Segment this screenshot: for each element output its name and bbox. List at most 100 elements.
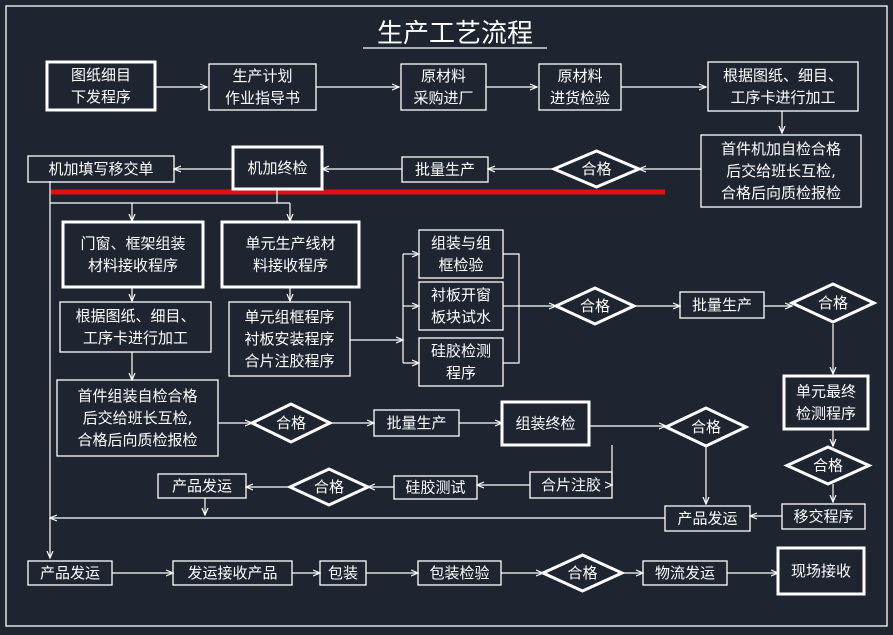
node-batch-production-3-label: 批量生产 <box>386 414 446 432</box>
node-assembly-frame-inspection-shape <box>418 229 504 279</box>
node-unit-material-receiving-label: 单元生产线材 <box>245 235 335 253</box>
decision-pass-4: 合格 <box>248 402 334 444</box>
node-unit-final-test-label: 检测程序 <box>796 405 856 423</box>
node-first-piece-machining-check-label: 后交给班长互检, <box>726 162 836 180</box>
node-logistics-shipping-shape <box>642 560 728 586</box>
node-unit-frame-procedures-label: 单元组框程序 <box>244 308 334 326</box>
node-machining-by-drawing-label: 根据图纸、细目、 <box>723 67 843 85</box>
node-panel-water-test-label: 衬板开窗 <box>431 286 491 304</box>
node-batch-production-2: 批量生产 <box>679 291 765 319</box>
decision-pass-4-label: 合格 <box>276 414 306 432</box>
node-material-inspection-shape <box>538 63 622 111</box>
node-machining-by-drawing-shape <box>707 61 859 112</box>
node-material-purchase-label: 采购进厂 <box>413 89 473 107</box>
node-sealant-injection-shape <box>529 471 613 499</box>
node-machining-transfer-form-label: 机加填写移交单 <box>48 160 153 178</box>
decision-pass-1-label: 合格 <box>581 160 611 178</box>
node-silicone-testing: 硅胶测试 <box>393 475 478 500</box>
node-transfer-procedure: 移交程序 <box>781 503 866 530</box>
node-receive-shipped-product: 发运接收产品 <box>172 560 293 586</box>
node-unit-frame-procedures-label: 衬板安装程序 <box>244 330 334 348</box>
node-sealant-injection: 合片注胶 <box>529 471 613 499</box>
node-product-shipping-1-shape <box>157 473 247 499</box>
node-sealant-injection-label: 合片注胶 <box>541 476 601 494</box>
node-packaging-shape <box>319 560 367 586</box>
decision-pass-7: 合格 <box>286 467 372 507</box>
node-first-piece-machining-check-shape <box>700 134 862 208</box>
node-site-receiving: 现场接收 <box>776 546 866 596</box>
node-site-receiving-label: 现场接收 <box>791 562 851 580</box>
decision-pass-7-shape <box>286 467 372 507</box>
node-first-piece-machining-check-label: 合格后向质检报检 <box>721 184 841 202</box>
node-site-receiving-shape <box>776 546 866 596</box>
decision-pass-4-shape <box>248 402 334 444</box>
decision-pass-1: 合格 <box>550 149 643 189</box>
decision-pass-6: 合格 <box>783 445 873 486</box>
decision-pass-8-shape <box>539 553 626 593</box>
node-drawing-release-shape <box>45 60 157 112</box>
node-machining-final-inspection-label: 机加终检 <box>247 159 307 177</box>
decision-pass-5-shape <box>662 406 750 448</box>
node-machining-final-inspection-shape <box>231 145 324 191</box>
node-product-shipping-1-label: 产品发运 <box>172 477 232 495</box>
node-machining-by-drawing: 根据图纸、细目、工序卡进行加工 <box>707 61 859 112</box>
node-frame-material-receiving-label: 材料接收程序 <box>88 257 178 275</box>
node-first-piece-assembly-check-shape <box>56 379 219 457</box>
connectors <box>50 87 833 573</box>
node-silicone-test-procedure-label: 硅胶检测 <box>431 342 491 360</box>
node-production-plan-label: 生产计划 <box>232 67 292 85</box>
node-packaging: 包装 <box>319 560 367 586</box>
node-batch-production-1: 批量生产 <box>401 156 489 183</box>
decision-pass-2: 合格 <box>552 286 638 326</box>
node-assembly-frame-inspection-label: 组装与组 <box>431 234 491 252</box>
node-frame-material-receiving-label: 门窗、框架组装 <box>80 235 185 253</box>
node-material-inspection-label: 原材料 <box>557 67 602 85</box>
decision-pass-5: 合格 <box>662 406 750 448</box>
node-machining-final-inspection: 机加终检 <box>231 145 324 191</box>
node-first-piece-machining-check-label: 首件机加自检合格 <box>721 140 841 158</box>
node-panel-water-test-label: 板块试水 <box>431 308 491 326</box>
node-production-plan-shape <box>208 63 317 111</box>
node-product-shipping-3-shape <box>27 560 113 586</box>
node-unit-final-test-label: 单元最终 <box>796 383 856 401</box>
decision-pass-2-label: 合格 <box>580 297 610 315</box>
decision-pass-8: 合格 <box>539 553 626 593</box>
node-silicone-test-procedure-shape <box>418 337 504 387</box>
node-silicone-testing-label: 硅胶测试 <box>405 479 465 497</box>
node-product-shipping-1: 产品发运 <box>157 473 247 499</box>
node-batch-production-1-shape <box>401 156 489 183</box>
node-assembly-final-inspection-label: 组装终检 <box>515 415 575 433</box>
decision-pass-7-label: 合格 <box>314 478 344 496</box>
node-assembly-by-drawing-label: 根据图纸、细目、 <box>75 307 195 325</box>
node-first-piece-assembly-check-label: 首件组装自检合格 <box>77 387 197 405</box>
decision-pass-6-shape <box>783 445 873 486</box>
node-unit-material-receiving-label: 料接收程序 <box>253 257 328 275</box>
node-silicone-test-procedure-label: 程序 <box>446 364 476 382</box>
node-batch-production-3-shape <box>373 409 460 437</box>
node-product-shipping-3: 产品发运 <box>27 560 113 586</box>
node-assembly-final-inspection: 组装终检 <box>500 400 591 447</box>
node-receive-shipped-product-shape <box>172 560 293 586</box>
node-machining-transfer-form: 机加填写移交单 <box>27 155 175 183</box>
node-packaging-label: 包装 <box>328 564 358 582</box>
decision-pass-2-shape <box>552 286 638 326</box>
decision-pass-3-label: 合格 <box>818 294 848 312</box>
node-unit-final-test-shape <box>782 374 870 431</box>
node-batch-production-2-shape <box>679 291 765 319</box>
node-unit-frame-procedures-shape <box>228 301 351 377</box>
node-logistics-shipping-label: 物流发运 <box>655 564 715 582</box>
node-receive-shipped-product-label: 发运接收产品 <box>187 564 277 582</box>
decision-pass-5-label: 合格 <box>691 418 721 436</box>
node-production-plan-label: 作业指导书 <box>225 89 300 107</box>
node-assembly-by-drawing-shape <box>59 301 212 353</box>
